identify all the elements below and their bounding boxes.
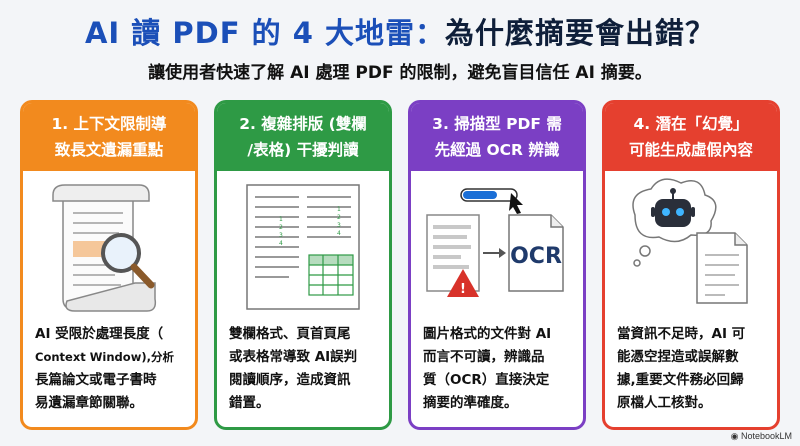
card-4-header: 4. 潛在「幻覺」 可能生成虛假內容 <box>605 103 777 171</box>
ocr-scan-icon: ! OCR <box>411 171 583 313</box>
ocr-label: OCR <box>510 244 562 269</box>
card-3-line4: 摘要的準確度。 <box>423 395 518 411</box>
card-3-line3: 質（OCR）直接決定 <box>423 372 550 388</box>
card-2-title-line2: /表格) 干擾判讀 <box>247 141 359 159</box>
card-3-title-line1: 3. 掃描型 PDF 需 <box>432 115 562 133</box>
card-1-line1: AI 受限於處理長度（ <box>35 326 164 342</box>
scroll-magnifier-icon <box>23 171 195 313</box>
card-4-line4: 原檔人工核對。 <box>617 395 712 411</box>
card-context-limit: 1. 上下文限制導 致長文遺漏重點 AI 受限於處理長度（ Cont <box>20 100 198 430</box>
cards-container: 1. 上下文限制導 致長文遺漏重點 AI 受限於處理長度（ Cont <box>20 100 780 430</box>
card-2-description: 雙欄格式、頁首頁尾 或表格常導致 AI誤判 閱讀順序，造成資訊 錯置。 <box>217 317 389 427</box>
page-subtitle: 讓使用者快速了解 AI 處理 PDF 的限制，避免盲目信任 AI 摘要。 <box>148 63 652 83</box>
card-3-line2: 而言不可讀，辨識品 <box>423 349 545 365</box>
svg-text:1: 1 <box>279 216 283 223</box>
svg-text:!: ! <box>460 282 466 297</box>
card-3-description: 圖片格式的文件對 AI 而言不可讀，辨識品 質（OCR）直接決定 摘要的準確度。 <box>411 317 583 427</box>
title-part2: 為什麼摘要會出錯？ <box>445 16 716 50</box>
card-4-line2: 能憑空捏造或誤解數 <box>617 349 739 365</box>
card-hallucination: 4. 潛在「幻覺」 可能生成虛假內容 <box>602 100 780 430</box>
card-3-header: 3. 掃描型 PDF 需 先經過 OCR 辨識 <box>411 103 583 171</box>
notebook-icon: ◉ <box>730 431 741 441</box>
card-2-line3: 閱讀順序，造成資訊 <box>229 372 351 388</box>
card-2-line1: 雙欄格式、頁首頁尾 <box>229 326 351 342</box>
card-4-line3: 據,重要文件務必回歸 <box>617 372 744 388</box>
brand-label: NotebookLM <box>740 431 792 441</box>
svg-text:1: 1 <box>337 206 341 213</box>
card-3-title-line2: 先經過 OCR 辨識 <box>434 141 560 159</box>
card-1-line3: 長篇論文或電子書時 <box>35 372 157 388</box>
svg-text:3: 3 <box>279 232 283 239</box>
card-2-line2: 或表格常導致 AI誤判 <box>229 349 358 365</box>
card-1-title-line1: 1. 上下文限制導 <box>51 115 167 133</box>
card-scanned-ocr: 3. 掃描型 PDF 需 先經過 OCR 辨識 ! <box>408 100 586 430</box>
svg-text:2: 2 <box>279 224 283 231</box>
card-1-description: AI 受限於處理長度（ Context Window),分析 長篇論文或電子書時… <box>23 317 195 427</box>
brand-watermark: ◉ NotebookLM <box>731 431 792 442</box>
card-4-title-line1: 4. 潛在「幻覺」 <box>633 115 749 133</box>
card-1-line4: 易遺漏章節關聯。 <box>35 395 143 411</box>
card-2-line4: 錯置。 <box>229 395 270 411</box>
title-part1: AI 讀 PDF 的 4 大地雷： <box>84 16 445 50</box>
page-title: AI 讀 PDF 的 4 大地雷：為什麼摘要會出錯？ <box>0 10 800 52</box>
robot-thought-icon <box>605 171 777 313</box>
card-2-title-line1: 2. 複雜排版 (雙欄 <box>239 115 367 133</box>
svg-text:4: 4 <box>337 230 341 237</box>
svg-text:3: 3 <box>337 222 341 229</box>
card-4-line1: 當資訊不足時，AI 可 <box>617 326 746 342</box>
card-3-line1: 圖片格式的文件對 AI <box>423 326 552 342</box>
card-1-header: 1. 上下文限制導 致長文遺漏重點 <box>23 103 195 171</box>
card-2-header: 2. 複雜排版 (雙欄 /表格) 干擾判讀 <box>217 103 389 171</box>
card-1-line2: Context Window),分析 <box>35 350 174 364</box>
svg-text:4: 4 <box>279 240 283 247</box>
card-4-title-line2: 可能生成虛假內容 <box>628 141 753 159</box>
svg-text:2: 2 <box>337 214 341 221</box>
card-1-title-line2: 致長文遺漏重點 <box>54 141 164 159</box>
card-4-description: 當資訊不足時，AI 可 能憑空捏造或誤解數 據,重要文件務必回歸 原檔人工核對。 <box>605 317 777 427</box>
